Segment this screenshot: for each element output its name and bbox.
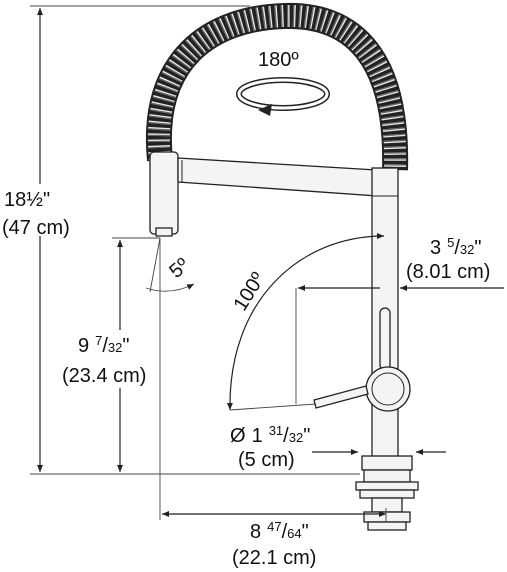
svg-text:97/32": 97/32"	[78, 333, 130, 357]
height-total-metric: (47 cm)	[2, 217, 70, 239]
svg-text:35/32": 35/32"	[430, 235, 482, 259]
height-total-fraction: ½	[26, 189, 43, 211]
handle-offset-den: 32	[460, 242, 474, 257]
height-total-unit: "	[43, 189, 50, 211]
reach-whole: 8	[250, 521, 261, 543]
handle-offset-metric: (8.01 cm)	[406, 261, 490, 283]
swivel-angle-indicator	[226, 233, 385, 411]
spray-head	[149, 151, 179, 237]
rotation-angle-label: 180º	[258, 49, 299, 71]
spring-hose	[145, 2, 409, 171]
height-total-whole: 18	[4, 189, 26, 211]
svg-text:847/64": 847/64"	[250, 519, 309, 543]
spout-height-num: 7	[95, 333, 102, 348]
base-diameter-unit: "	[303, 425, 310, 447]
base-diameter-prefix: Ø	[230, 425, 246, 447]
spray-angle-indicator	[145, 237, 195, 520]
base-diameter-whole: 1	[252, 425, 263, 447]
svg-text:18½": 18½"	[4, 189, 50, 211]
handle-offset-unit: "	[474, 237, 481, 259]
spout-height-den: 32	[108, 340, 122, 355]
reach-metric: (22.1 cm)	[232, 547, 316, 569]
spout-height-whole: 9	[78, 335, 89, 357]
reach-unit: "	[302, 521, 309, 543]
handle-offset-dimension	[295, 285, 504, 404]
spray-angle-label: 5º	[165, 254, 194, 283]
handle-offset-num: 5	[447, 235, 454, 250]
base-diameter-den: 32	[289, 430, 303, 445]
reach-dimension	[162, 508, 387, 522]
height-total-dimension	[2, 5, 360, 475]
spout-height-unit: "	[122, 335, 129, 357]
base-diameter-num: 31	[269, 423, 283, 438]
reach-den: 64	[287, 526, 301, 541]
rotation-arrow-icon	[236, 77, 330, 116]
swivel-angle-label: 100º	[229, 268, 270, 315]
base-diameter-metric: (5 cm)	[238, 449, 295, 471]
spout-arm	[177, 157, 379, 197]
faucet-base	[355, 455, 419, 531]
reach-num: 47	[267, 519, 281, 534]
spout-height-dimension	[60, 237, 160, 472]
handle-offset-whole: 3	[430, 237, 441, 259]
spout-height-metric: (23.4 cm)	[62, 365, 146, 387]
